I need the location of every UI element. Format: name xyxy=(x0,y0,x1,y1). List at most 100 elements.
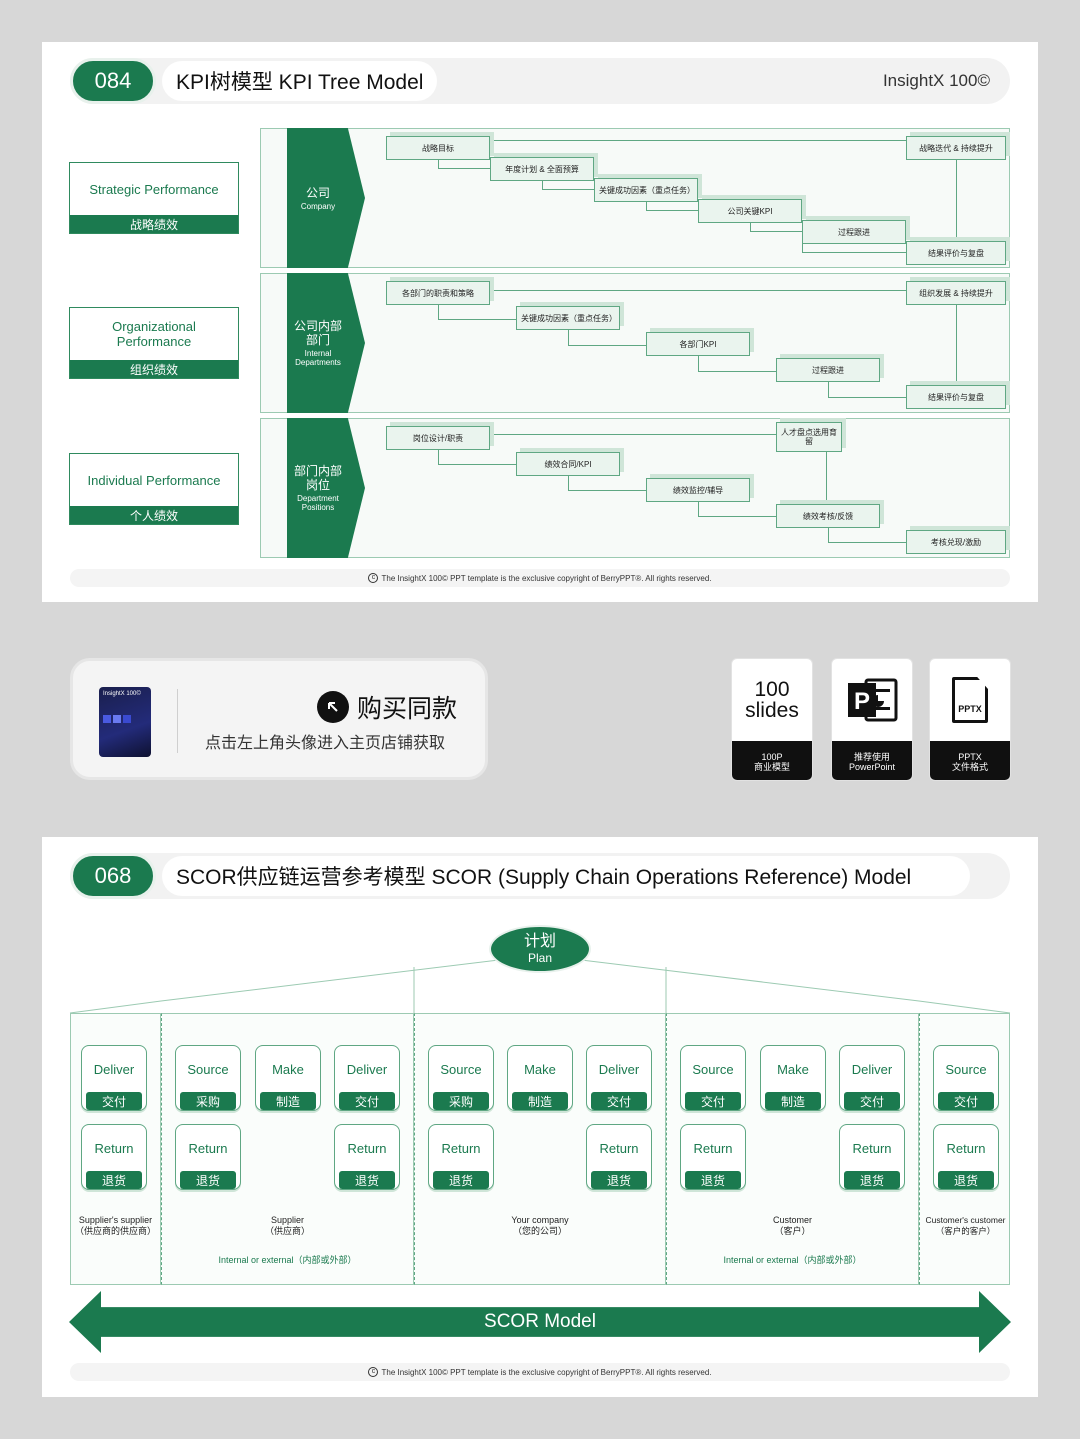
internal-external-label: Internal or external（内部或外部） xyxy=(723,1255,862,1265)
kpi-box: 绩效监控/辅导 xyxy=(646,478,750,502)
connector xyxy=(490,140,906,141)
connector xyxy=(956,304,957,386)
tile-caption: 100P xyxy=(761,751,783,762)
kpi-box: 人才盘点选用育留 xyxy=(776,422,842,452)
chevron-en: Company xyxy=(300,201,336,211)
process-zh: 制造 xyxy=(260,1092,316,1110)
column-label: Your company（您的公司） xyxy=(511,1215,569,1236)
process-zh: 交付 xyxy=(86,1092,142,1110)
slide-header: 068 SCOR供应链运营参考模型 SCOR (Supply Chain Ope… xyxy=(70,853,1010,899)
process-en: Make xyxy=(777,1061,809,1077)
product-cover-image: InsightX 100© xyxy=(99,687,151,757)
process-zh: 采购 xyxy=(180,1092,236,1110)
column-label: Customer's customer（客户的客户） xyxy=(925,1215,1006,1236)
kpi-box: 考核兑现/激励 xyxy=(906,530,1006,554)
connector xyxy=(698,356,776,372)
kpi-box: 公司关键KPI xyxy=(698,199,802,223)
process-make: Make 制造 xyxy=(255,1045,321,1111)
arrow-up-left-icon xyxy=(317,691,349,723)
process-zh: 退货 xyxy=(844,1171,900,1189)
process-zh: 制造 xyxy=(512,1092,568,1110)
buy-same-link[interactable]: 购买同款 xyxy=(317,689,457,725)
slide-number: 084 xyxy=(70,58,156,104)
process-return: Return 退货 xyxy=(428,1124,494,1190)
connector xyxy=(646,201,698,211)
level-en: Organizational Performance xyxy=(112,319,196,349)
copyright-icon: c xyxy=(368,1367,379,1377)
promo-card[interactable]: InsightX 100© 购买同款 点击左上角头像进入主页店铺获取 xyxy=(70,658,488,780)
process-zh: 交付 xyxy=(685,1092,741,1110)
chevron-en: Internal Departments xyxy=(295,349,341,367)
process-zh: 交付 xyxy=(938,1092,994,1110)
process-zh: 退货 xyxy=(86,1171,142,1189)
level-zh: 组织绩效 xyxy=(70,360,238,378)
level-organizational: Organizational Performance 组织绩效 xyxy=(69,307,239,379)
tile-caption: PowerPoint xyxy=(848,761,896,772)
tile-caption: 文件格式 xyxy=(951,761,988,772)
tile-slides-count: 100 slides 100P 商业模型 xyxy=(731,658,813,781)
process-en: Make xyxy=(272,1061,304,1077)
copyright-footer: c The InsightX 100© PPT template is the … xyxy=(70,1363,1010,1381)
promo-title: 购买同款 xyxy=(357,695,458,723)
connector xyxy=(568,476,646,491)
process-zh: 交付 xyxy=(339,1092,395,1110)
pptx-file-label: PPTX xyxy=(958,704,982,714)
process-en: Return xyxy=(852,1140,892,1156)
slide-number: 068 xyxy=(70,853,156,899)
kpi-box: 绩效考核/反馈 xyxy=(776,504,880,528)
kpi-box: 各部门KPI xyxy=(646,332,750,356)
chevron-positions: 部门内部岗位 Department Positions xyxy=(287,418,365,558)
tile-pptx: PPTX PPTX 文件格式 xyxy=(929,658,1011,781)
process-zh: 退货 xyxy=(180,1171,236,1189)
process-en: Deliver xyxy=(346,1061,388,1077)
kpi-box: 结果评价与复盘 xyxy=(906,385,1006,409)
tile-caption: 推荐使用 xyxy=(853,751,890,762)
process-en: Return xyxy=(441,1140,481,1156)
kpi-box: 组织发展 & 持续提升 xyxy=(906,281,1006,305)
copyright-footer: c The InsightX 100© PPT template is the … xyxy=(70,569,1010,587)
kpi-box: 战略目标 xyxy=(386,136,490,160)
process-zh: 采购 xyxy=(433,1092,489,1110)
tile-unit: slides xyxy=(745,699,799,722)
connector xyxy=(438,450,516,465)
connector xyxy=(490,290,906,291)
process-en: Return xyxy=(946,1140,986,1156)
process-return: Return 退货 xyxy=(839,1124,905,1190)
process-zh: 交付 xyxy=(844,1092,900,1110)
copyright-icon: c xyxy=(368,573,379,583)
kpi-box: 绩效合同/KPI xyxy=(516,452,620,476)
svg-text:P: P xyxy=(854,688,870,715)
process-zh: 退货 xyxy=(433,1171,489,1189)
connector xyxy=(698,502,776,517)
scor-arrow-label: SCOR Model xyxy=(484,1311,596,1332)
chevron-zh: 公司 xyxy=(305,185,330,200)
internal-external-label: Internal or external（内部或外部） xyxy=(218,1255,357,1265)
process-en: Return xyxy=(599,1140,639,1156)
slide-title: SCOR供应链运营参考模型 SCOR (Supply Chain Operati… xyxy=(162,856,970,896)
process-en: Deliver xyxy=(598,1061,640,1077)
slide-title: KPI树模型 KPI Tree Model xyxy=(162,61,438,101)
band-departments xyxy=(260,273,1010,413)
tile-number: 100 xyxy=(754,678,790,701)
pptx-file-icon: PPTX xyxy=(952,677,988,723)
level-zh: 战略绩效 xyxy=(70,215,238,233)
plan-en: Plan xyxy=(527,951,553,965)
chevron-en: Department Positions xyxy=(297,494,339,512)
tile-powerpoint: P 推荐使用 PowerPoint xyxy=(831,658,913,781)
kpi-tree-slide: 084 KPI树模型 KPI Tree Model InsightX 100© … xyxy=(42,42,1038,602)
level-en: Individual Performance xyxy=(87,472,221,488)
process-zh: 制造 xyxy=(765,1092,821,1110)
level-strategic: Strategic Performance 战略绩效 xyxy=(69,162,239,234)
process-zh: 退货 xyxy=(685,1171,741,1189)
connector xyxy=(542,180,594,190)
